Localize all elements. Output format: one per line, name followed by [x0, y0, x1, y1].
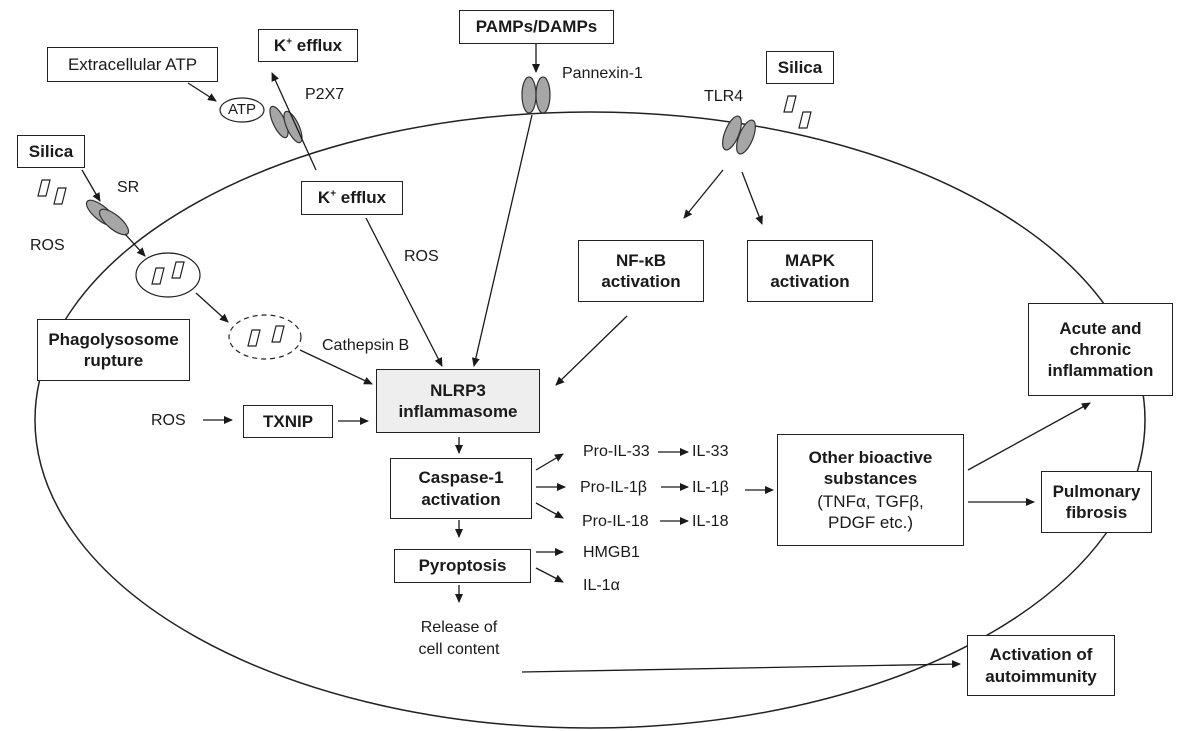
- pannexin1-channel-icon: [521, 76, 551, 114]
- phagolysosome-rupture-text: Phagolysosome rupture: [48, 329, 179, 370]
- nfkb-activation-text: NF-κB activation: [601, 250, 681, 291]
- k-efflux-inner-text: K+ efflux: [318, 187, 386, 208]
- k-ion-symbol: K: [273, 35, 287, 55]
- scavenger-receptor-icon: [85, 199, 130, 236]
- pyroptosis-text: Pyroptosis: [418, 556, 507, 576]
- other-bioactive-title: Other bioactive substances: [808, 447, 933, 488]
- extracellular-atp-box: Extracellular ATP: [47, 47, 218, 82]
- txnip-text: TXNIP: [262, 411, 314, 431]
- other-bioactive-detail: (TNFα, TGFβ, PDGF etc.): [817, 492, 924, 533]
- extracellular-atp-text: Extracellular ATP: [67, 54, 198, 74]
- sr-label: SR: [117, 179, 140, 196]
- ros-mid-label: ROS: [404, 248, 439, 265]
- nfkb-activation-box: NF-κB activation: [578, 240, 704, 302]
- hmgb1-label: HMGB1: [583, 544, 640, 561]
- caspase1-activation-box: Caspase-1 activation: [390, 458, 532, 519]
- txnip-box: TXNIP: [243, 405, 333, 438]
- nlrp3-inflammasome-text: NLRP3 inflammasome: [398, 380, 518, 421]
- k-plus-superscript-inner: +: [330, 188, 337, 200]
- k-plus-superscript: +: [286, 36, 293, 48]
- k-ion-symbol-inner: K: [317, 188, 331, 208]
- k-efflux-suffix: efflux: [292, 35, 343, 55]
- pannexin1-label: Pannexin-1: [562, 65, 643, 82]
- tlr4-receptor-icon: [722, 115, 756, 155]
- pyroptosis-box: Pyroptosis: [394, 549, 531, 583]
- acute-chronic-inflammation-box: Acute and chronic inflammation: [1028, 303, 1173, 396]
- k-efflux-suffix-inner: efflux: [336, 188, 387, 208]
- il18-label: IL-18: [692, 513, 729, 530]
- atp-label: ATP: [228, 101, 257, 118]
- activation-of-autoimmunity-box: Activation of autoimmunity: [967, 635, 1115, 696]
- tlr4-label: TLR4: [704, 88, 744, 105]
- atp-oval: [219, 97, 265, 123]
- ros-txnip-label: ROS: [151, 412, 186, 429]
- p2x7-receptor-icon: [269, 105, 303, 144]
- il1b-label: IL-1β: [692, 479, 729, 496]
- pamps-damps-text: PAMPs/DAMPs: [475, 17, 598, 37]
- pro-il33-label: Pro-IL-33: [583, 443, 650, 460]
- pamps-damps-box: PAMPs/DAMPs: [459, 10, 614, 44]
- released-silica-icon: [247, 325, 285, 347]
- arrows: [81, 44, 1091, 673]
- pulmonary-fibrosis-box: Pulmonary fibrosis: [1041, 471, 1152, 533]
- caspase1-activation-text: Caspase-1 activation: [418, 468, 504, 509]
- mapk-activation-text: MAPK activation: [770, 250, 850, 291]
- k-efflux-top-text: K+ efflux: [274, 35, 342, 56]
- cathepsin-b-label: Cathepsin B: [322, 337, 410, 354]
- acute-chronic-inflammation-text: Acute and chronic inflammation: [1047, 318, 1154, 381]
- ros-left-label: ROS: [30, 237, 65, 254]
- silica-right-box: Silica: [766, 51, 834, 84]
- pulmonary-fibrosis-text: Pulmonary fibrosis: [1052, 481, 1141, 522]
- cell-membrane: [34, 111, 1146, 729]
- silica-left-box: Silica: [17, 135, 85, 168]
- ruptured-phagolysosome-oval: [228, 314, 302, 360]
- silica-left-text: Silica: [28, 141, 74, 161]
- nlrp3-inflammasome-box: NLRP3 inflammasome: [376, 369, 540, 433]
- mapk-activation-box: MAPK activation: [747, 240, 873, 302]
- pro-il1b-label: Pro-IL-1β: [580, 479, 647, 496]
- silica-particles-right-icon: [783, 95, 812, 129]
- silica-right-text: Silica: [777, 57, 823, 77]
- phagosome-oval: [135, 252, 201, 298]
- p2x7-label: P2X7: [305, 86, 345, 103]
- pro-il18-label: Pro-IL-18: [582, 513, 649, 530]
- activation-of-autoimmunity-text: Activation of autoimmunity: [985, 645, 1097, 686]
- il1a-label: IL-1α: [583, 577, 620, 594]
- silica-particles-left-icon: [37, 179, 67, 205]
- phagolysosome-rupture-box: Phagolysosome rupture: [37, 319, 190, 381]
- il33-label: IL-33: [692, 443, 729, 460]
- other-bioactive-box: Other bioactive substances (TNFα, TGFβ, …: [777, 434, 964, 546]
- phagosome-silica-icon: [151, 261, 185, 285]
- release-of-cell-content-label: Release of cell content: [418, 619, 500, 658]
- k-efflux-top-box: K+ efflux: [258, 29, 358, 62]
- k-efflux-inner-box: K+ efflux: [301, 181, 403, 215]
